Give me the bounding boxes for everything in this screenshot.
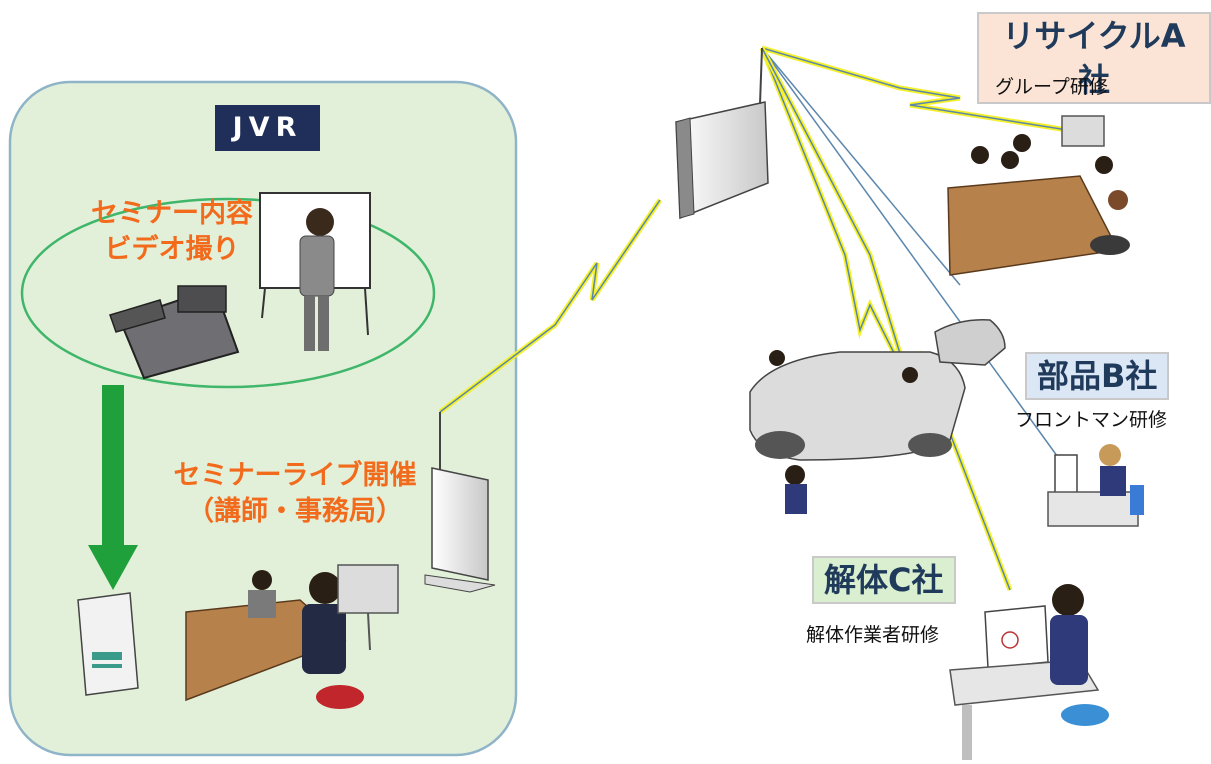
jvr-badge (215, 105, 320, 151)
headset-operator-icon (1047, 444, 1144, 527)
seminar-recording-label: セミナー内容 ビデオ撮り (62, 196, 282, 268)
jvr-badge-label: JVR (232, 112, 303, 143)
live-seminar-line-1: セミナーライブ開催 (173, 460, 417, 491)
company-c-activity: 解体作業者研修 (806, 624, 940, 646)
down-arrow-icon (88, 385, 138, 590)
pc-workstation-icon (949, 584, 1109, 760)
video-conference-icon (947, 115, 1130, 276)
company-b-tag: 部品B社 (1025, 352, 1170, 400)
video-camera-icon (109, 285, 240, 380)
car-disassembly-icon (749, 319, 1006, 514)
company-a-activity: グループ研修 (995, 76, 1108, 98)
jvr-conference-desk-icon (185, 564, 399, 709)
recording-ellipse (20, 197, 436, 389)
company-c-tag: 解体C社 (812, 556, 956, 604)
company-b-activity: フロントマン研修 (1015, 409, 1168, 431)
pc-tower-icon (77, 592, 139, 696)
live-seminar-label: セミナーライブ開催 （講師・事務局） (150, 458, 440, 530)
seminar-recording-line-2: ビデオ撮り (104, 234, 240, 265)
whiteboard-presenter-icon (259, 192, 371, 351)
seminar-recording-line-1: セミナー内容 (91, 198, 253, 229)
company-a-tag: リサイクルA社 (977, 12, 1211, 104)
live-seminar-line-2: （講師・事務局） (187, 496, 403, 527)
jvr-router-icon (424, 412, 496, 593)
router-icon (675, 47, 769, 220)
